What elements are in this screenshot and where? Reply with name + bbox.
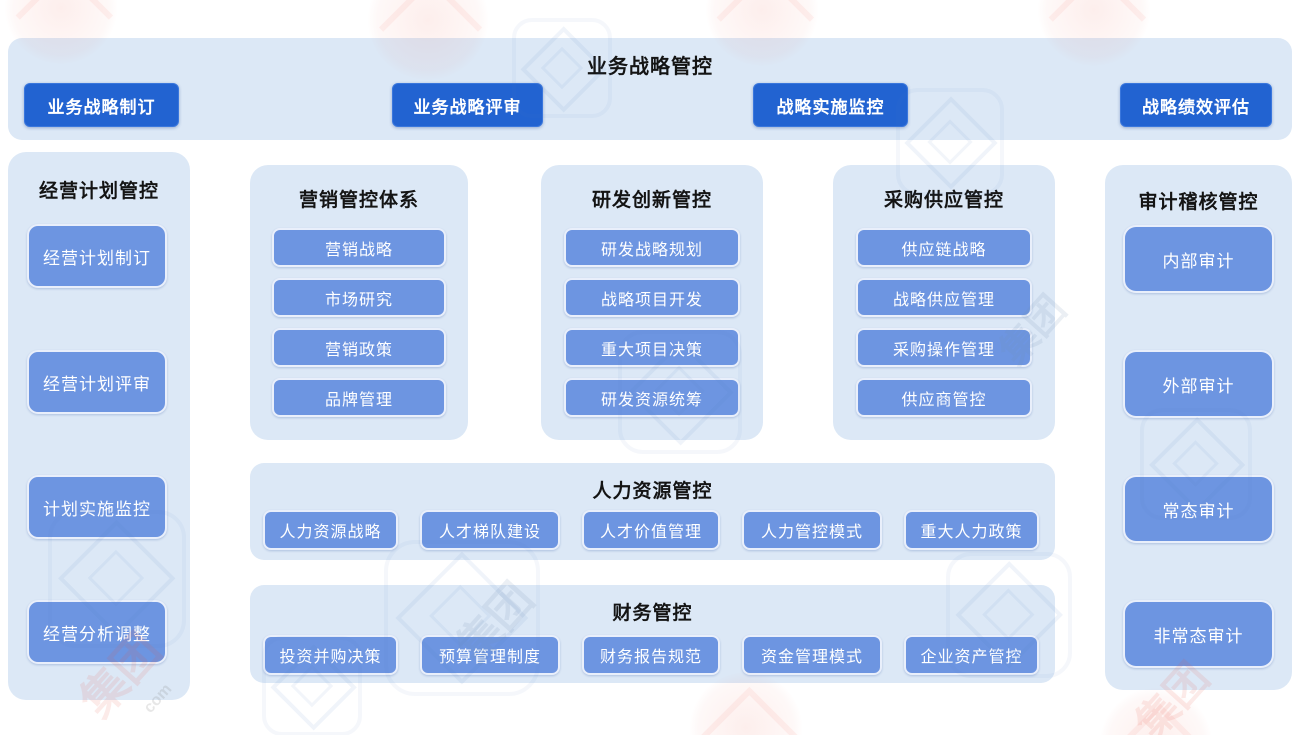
panel-title-finance: 财务管控: [612, 603, 693, 624]
panel-title-procurement-supply: 采购供应管控: [883, 190, 1004, 211]
box-regular-audit: 常态审计: [1123, 475, 1274, 543]
box-capital-management-model: 资金管理模式: [742, 635, 882, 675]
box-budget-management-system: 预算管理制度: [420, 635, 560, 675]
panel-rnd-innovation: 研发创新管控 研发战略规划 战略项目开发 重大项目决策 研发资源统筹: [541, 165, 763, 440]
box-talent-value-management: 人才价值管理: [582, 510, 720, 550]
panel-operating-plan: 经营计划管控 经营计划制订 经营计划评审 计划实施监控 经营分析调整: [8, 152, 190, 700]
box-operating-analysis-adjustment: 经营分析调整: [27, 600, 167, 664]
panel-finance: 财务管控 投资并购决策 预算管理制度 财务报告规范 资金管理模式 企业资产管控: [250, 585, 1055, 683]
box-corporate-asset-control: 企业资产管控: [904, 635, 1039, 675]
box-plan-review: 经营计划评审: [27, 350, 167, 414]
panel-business-strategy: 业务战略管控 业务战略制订 业务战略评审 战略实施监控 战略绩效评估: [8, 38, 1292, 140]
panel-marketing: 营销管控体系 营销战略 市场研究 营销政策 品牌管理: [250, 165, 468, 440]
box-plan-formulation: 经营计划制订: [27, 224, 167, 288]
panel-title-human-resources: 人力资源管控: [592, 481, 713, 502]
panel-title-audit: 审计稽核管控: [1138, 192, 1259, 213]
box-internal-audit: 内部审计: [1123, 225, 1274, 293]
box-procurement-operation-management: 采购操作管理: [856, 328, 1032, 367]
panel-title-operating-plan: 经营计划管控: [38, 181, 159, 202]
panel-audit: 审计稽核管控 内部审计 外部审计 常态审计 非常态审计: [1105, 165, 1292, 690]
box-strategy-implementation-monitoring: 战略实施监控: [753, 83, 908, 127]
panel-title-business-strategy: 业务战略管控: [587, 56, 713, 78]
box-supply-chain-strategy: 供应链战略: [856, 228, 1032, 267]
box-supplier-control: 供应商管控: [856, 378, 1032, 417]
box-irregular-audit: 非常态审计: [1123, 600, 1274, 668]
box-brand-management: 品牌管理: [272, 378, 446, 417]
panel-title-rnd-innovation: 研发创新管控: [591, 190, 712, 211]
box-strategy-review: 业务战略评审: [392, 83, 543, 127]
box-rnd-resource-coordination: 研发资源统筹: [564, 378, 740, 417]
box-strategic-project-development: 战略项目开发: [564, 278, 740, 317]
box-strategy-formulation: 业务战略制订: [24, 83, 179, 127]
box-hr-control-model: 人力管控模式: [742, 510, 882, 550]
panel-human-resources: 人力资源管控 人力资源战略 人才梯队建设 人才价值管理 人力管控模式 重大人力政…: [250, 463, 1055, 560]
box-talent-pipeline: 人才梯队建设: [420, 510, 560, 550]
panel-title-marketing: 营销管控体系: [298, 190, 419, 211]
box-marketing-policy: 营销政策: [272, 328, 446, 367]
box-market-research: 市场研究: [272, 278, 446, 317]
box-strategic-supply-management: 战略供应管理: [856, 278, 1032, 317]
watermark-badge-icon: [1100, 688, 1212, 735]
box-financial-reporting-standards: 财务报告规范: [582, 635, 720, 675]
box-external-audit: 外部审计: [1123, 350, 1274, 418]
box-rnd-strategy-planning: 研发战略规划: [564, 228, 740, 267]
box-marketing-strategy: 营销战略: [272, 228, 446, 267]
box-hr-strategy: 人力资源战略: [263, 510, 398, 550]
box-major-project-decision: 重大项目决策: [564, 328, 740, 367]
box-major-hr-policy: 重大人力政策: [904, 510, 1039, 550]
panel-procurement-supply: 采购供应管控 供应链战略 战略供应管理 采购操作管理 供应商管控: [833, 165, 1055, 440]
box-plan-monitoring: 计划实施监控: [27, 475, 167, 539]
box-strategy-performance-evaluation: 战略绩效评估: [1120, 83, 1272, 127]
box-investment-ma-decision: 投资并购决策: [263, 635, 398, 675]
